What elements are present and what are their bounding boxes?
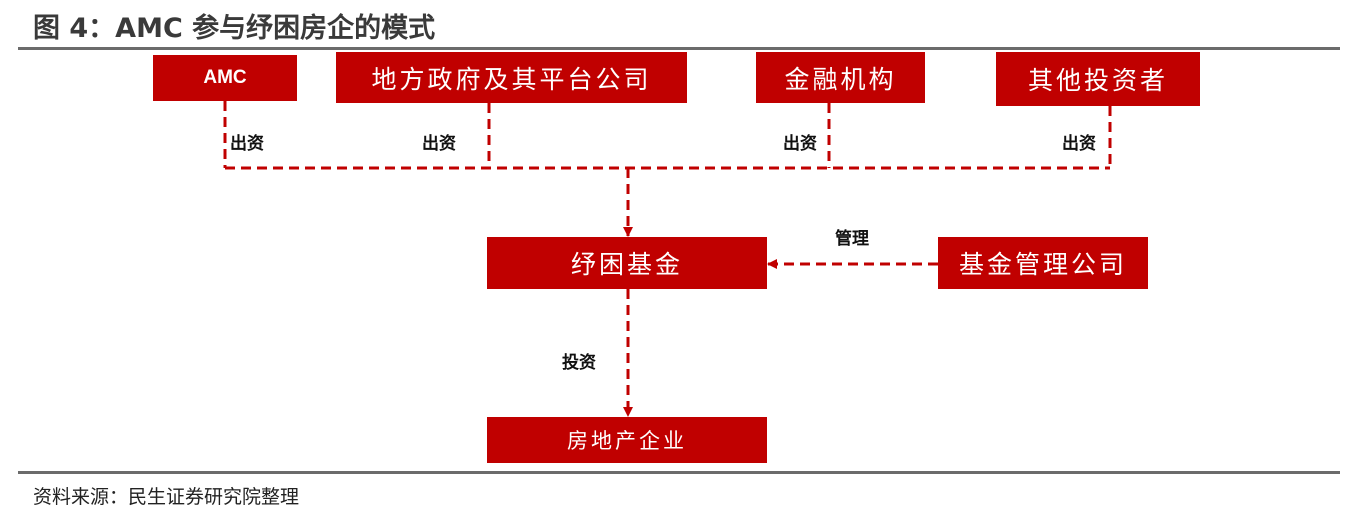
- label-gov-contrib: 出资: [422, 134, 456, 154]
- bottom-rule: [18, 471, 1340, 474]
- source-note: 资料来源：民生证券研究院整理: [33, 486, 300, 508]
- node-local-gov: 地方政府及其平台公司: [336, 52, 687, 103]
- node-financial: 金融机构: [756, 52, 925, 103]
- figure-title: 图 4：AMC 参与纾困房企的模式: [33, 13, 436, 44]
- label-fin-contrib: 出资: [783, 134, 817, 154]
- node-fund: 纾困基金: [487, 237, 767, 289]
- top-rule: [18, 47, 1340, 50]
- label-manage: 管理: [835, 229, 869, 249]
- label-amc-contrib: 出资: [230, 134, 264, 154]
- node-amc: AMC: [153, 55, 297, 101]
- label-invest: 投资: [562, 353, 596, 373]
- node-manager: 基金管理公司: [938, 237, 1148, 289]
- node-developer: 房地产企业: [487, 417, 767, 463]
- node-other-investors: 其他投资者: [996, 52, 1200, 106]
- label-other-contrib: 出资: [1062, 134, 1096, 154]
